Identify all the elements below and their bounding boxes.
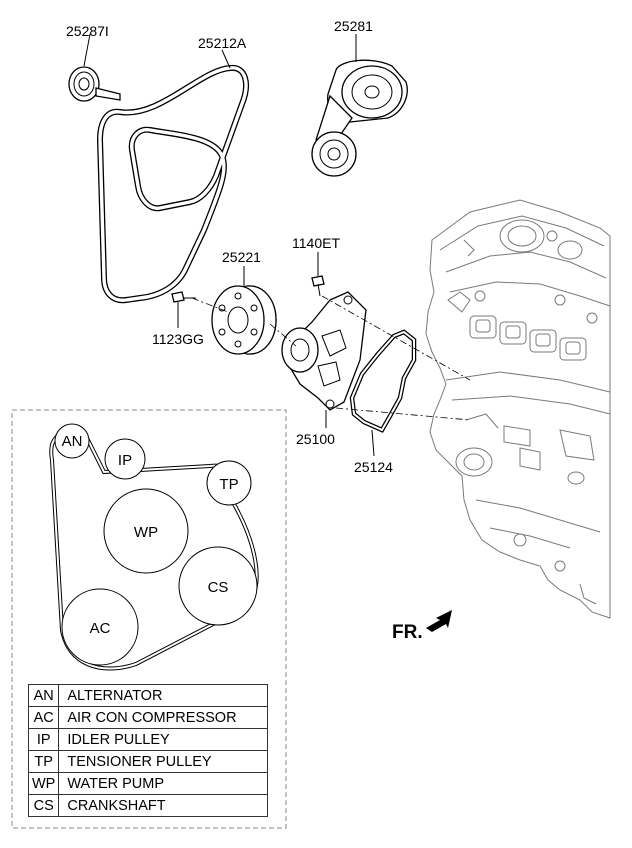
legend-code: TP: [27, 750, 60, 773]
part-label-25124: 25124: [354, 459, 393, 475]
routing-pulley-tp: [206, 460, 252, 506]
tensioner-assembly-25281: [311, 34, 408, 177]
legend-description: IDLER PULLEY: [58, 728, 269, 751]
routing-label-tp: TP: [219, 476, 238, 493]
part-label-25100: 25100: [296, 431, 335, 447]
legend-code: CS: [27, 794, 60, 817]
legend-row: CS CRANKSHAFT: [27, 794, 269, 817]
front-label: FR.: [392, 622, 423, 643]
belt-routing-inset: AN IP TP WP CS AC: [11, 409, 287, 829]
routing-label-an: AN: [62, 433, 83, 450]
front-direction-indicator: FR.: [392, 610, 452, 643]
legend-description: WATER PUMP: [58, 772, 269, 795]
legend-code: AC: [27, 706, 60, 729]
gasket-25124: [349, 329, 417, 457]
legend-code: AN: [27, 684, 60, 707]
engine-block-illustration: [425, 199, 611, 619]
part-label-25281: 25281: [334, 18, 373, 34]
legend-code: IP: [27, 728, 60, 751]
bolt-1123GG: [171, 291, 196, 328]
routing-pulley-ip: [104, 438, 146, 480]
legend-code: WP: [27, 772, 60, 795]
routing-pulley-an: [54, 423, 90, 459]
part-label-25287I: 25287I: [66, 23, 109, 39]
part-label-1140ET: 1140ET: [292, 235, 340, 251]
legend-description: ALTERNATOR: [58, 684, 269, 707]
idler-pulley-25287I: [68, 33, 121, 102]
routing-pulley-wp: [103, 488, 189, 574]
part-label-1123GG: 1123GG: [152, 331, 204, 347]
water-pump-25100: [281, 291, 367, 428]
part-label-25212A: 25212A: [198, 35, 247, 51]
legend-description: TENSIONER PULLEY: [58, 750, 269, 773]
legend-row: IP IDLER PULLEY: [27, 728, 269, 751]
legend-row: WP WATER PUMP: [27, 772, 269, 795]
routing-label-cs: CS: [208, 579, 229, 596]
bolt-1140ET: [311, 252, 325, 297]
legend-description: AIR CON COMPRESSOR: [58, 706, 269, 729]
legend-table: AN ALTERNATOR AC AIR CON COMPRESSOR IP I…: [27, 684, 269, 817]
routing-label-ip: IP: [118, 452, 132, 469]
water-pump-pulley-25221: [211, 266, 277, 355]
drive-belt-25212A: [96, 49, 249, 304]
legend-row: AC AIR CON COMPRESSOR: [27, 706, 269, 729]
legend-row: AN ALTERNATOR: [27, 684, 269, 707]
legend-description: CRANKSHAFT: [58, 794, 269, 817]
routing-label-ac: AC: [90, 620, 111, 637]
routing-label-wp: WP: [134, 524, 158, 541]
part-label-25221: 25221: [222, 249, 261, 265]
routing-pulley-cs: [178, 546, 258, 626]
front-arrow-icon: [426, 610, 452, 632]
legend-row: TP TENSIONER PULLEY: [27, 750, 269, 773]
routing-pulley-ac: [61, 588, 139, 666]
assembly-guide-lines: [191, 295, 471, 421]
